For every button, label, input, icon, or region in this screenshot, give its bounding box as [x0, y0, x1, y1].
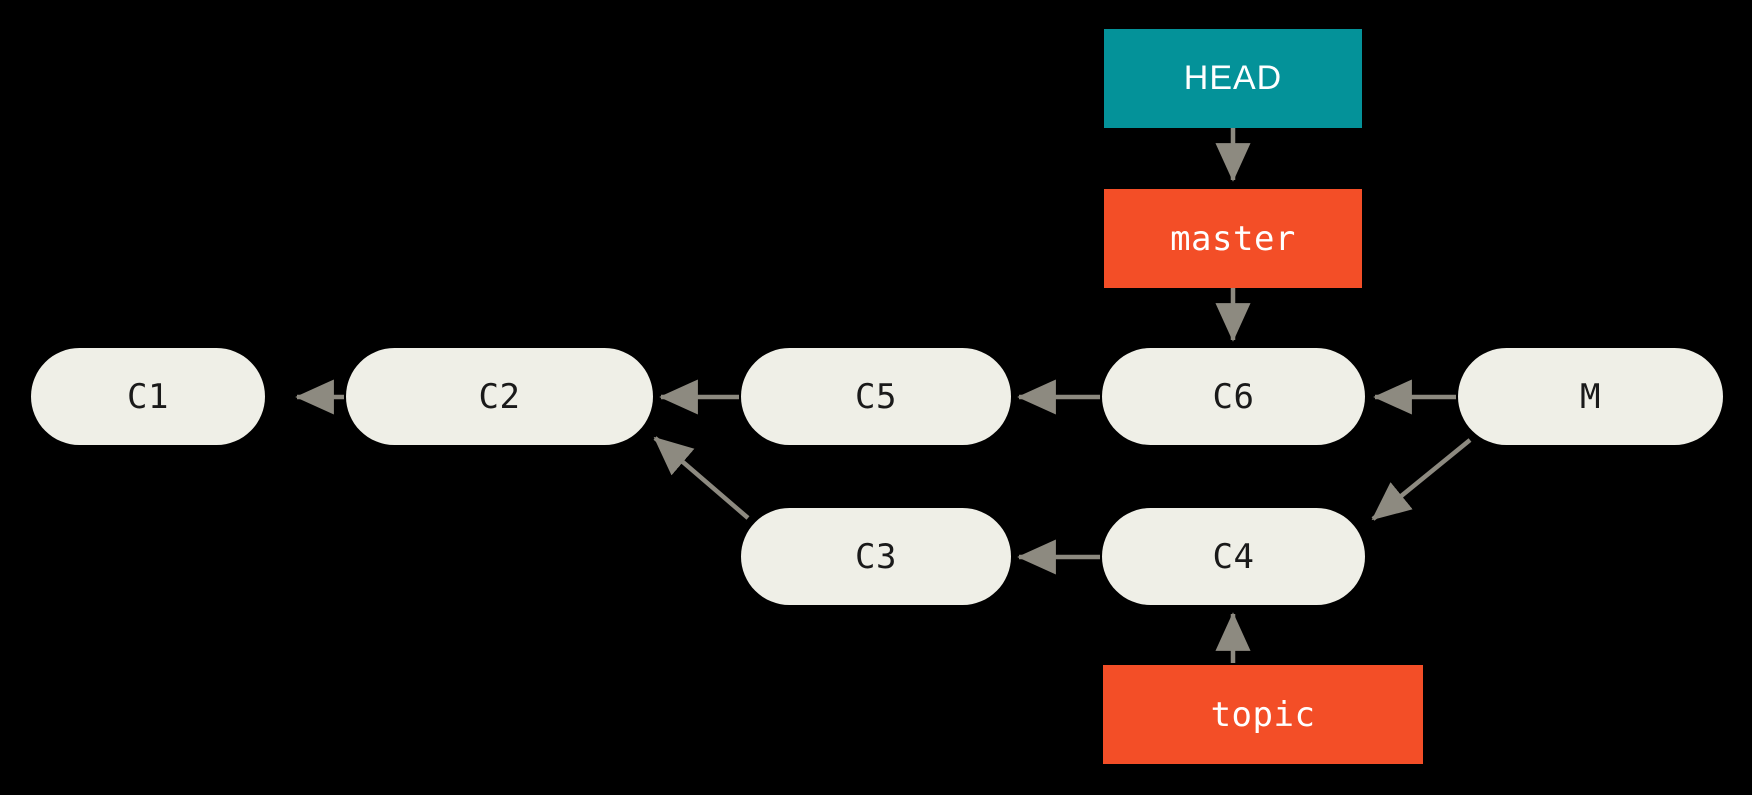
commit-node-c3[interactable]: C3 — [741, 508, 1011, 605]
commit-node-c4[interactable]: C4 — [1102, 508, 1365, 605]
commit-label: C5 — [855, 376, 897, 417]
commit-label: M — [1580, 376, 1601, 417]
commit-label: C6 — [1212, 376, 1255, 417]
commit-node-c1[interactable]: C1 — [31, 348, 265, 445]
edge-m-to-c4 — [1371, 438, 1472, 521]
commit-node-c2[interactable]: C2 — [346, 348, 653, 445]
commit-node-c6[interactable]: C6 — [1102, 348, 1365, 445]
commit-label: C4 — [1212, 536, 1255, 577]
commit-label: C3 — [855, 536, 897, 577]
edge-c3-to-c2 — [653, 436, 750, 520]
commit-node-c5[interactable]: C5 — [741, 348, 1011, 445]
commit-label: C1 — [127, 376, 169, 417]
head-pointer-box[interactable]: HEAD — [1104, 29, 1362, 128]
branch-box-topic[interactable]: topic — [1103, 665, 1423, 764]
branch-box-master[interactable]: master — [1104, 189, 1362, 288]
branch-label: master — [1170, 218, 1296, 259]
head-label: HEAD — [1183, 59, 1283, 97]
commit-label: C2 — [478, 376, 521, 417]
commit-node-m[interactable]: M — [1458, 348, 1723, 445]
branch-label: topic — [1210, 694, 1316, 735]
